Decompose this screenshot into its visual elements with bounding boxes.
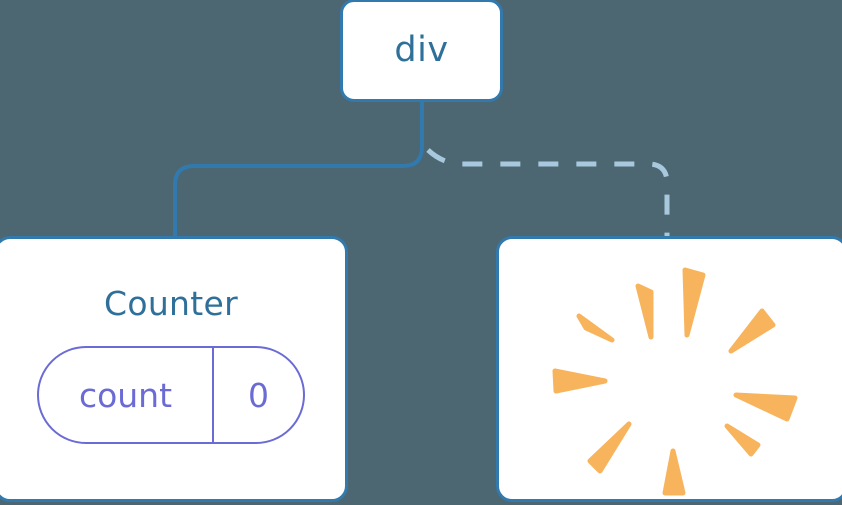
node-render-burst[interactable] <box>496 236 842 502</box>
burst-ray <box>724 423 761 457</box>
burst-ray <box>728 308 776 354</box>
node-div-label: div <box>394 30 449 70</box>
burst-ray <box>552 368 608 394</box>
state-key: count <box>78 375 173 415</box>
burst-ray <box>733 392 798 422</box>
state-pill-count[interactable]: count 0 <box>37 346 305 444</box>
burst-ray <box>576 313 615 343</box>
node-counter[interactable]: Counter count 0 <box>0 236 348 502</box>
burst-ray <box>662 448 686 496</box>
node-counter-title: Counter <box>104 284 238 323</box>
burst-ray <box>682 267 706 338</box>
burst-ray <box>587 421 632 474</box>
sparkle-burst-icon <box>552 267 798 496</box>
burst-ray <box>635 283 654 340</box>
edge-div-to-burst <box>426 148 670 236</box>
node-div[interactable]: div <box>340 0 503 102</box>
state-value: 0 <box>212 348 303 442</box>
edge-div-to-counter <box>173 99 424 238</box>
